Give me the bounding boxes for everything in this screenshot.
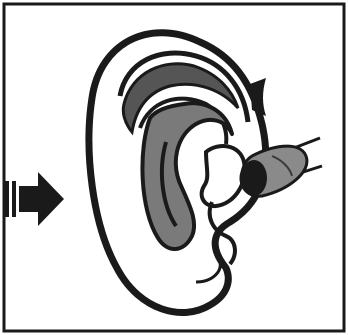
ear-icon: [89, 33, 266, 313]
direction-arrow-icon: [5, 172, 64, 226]
